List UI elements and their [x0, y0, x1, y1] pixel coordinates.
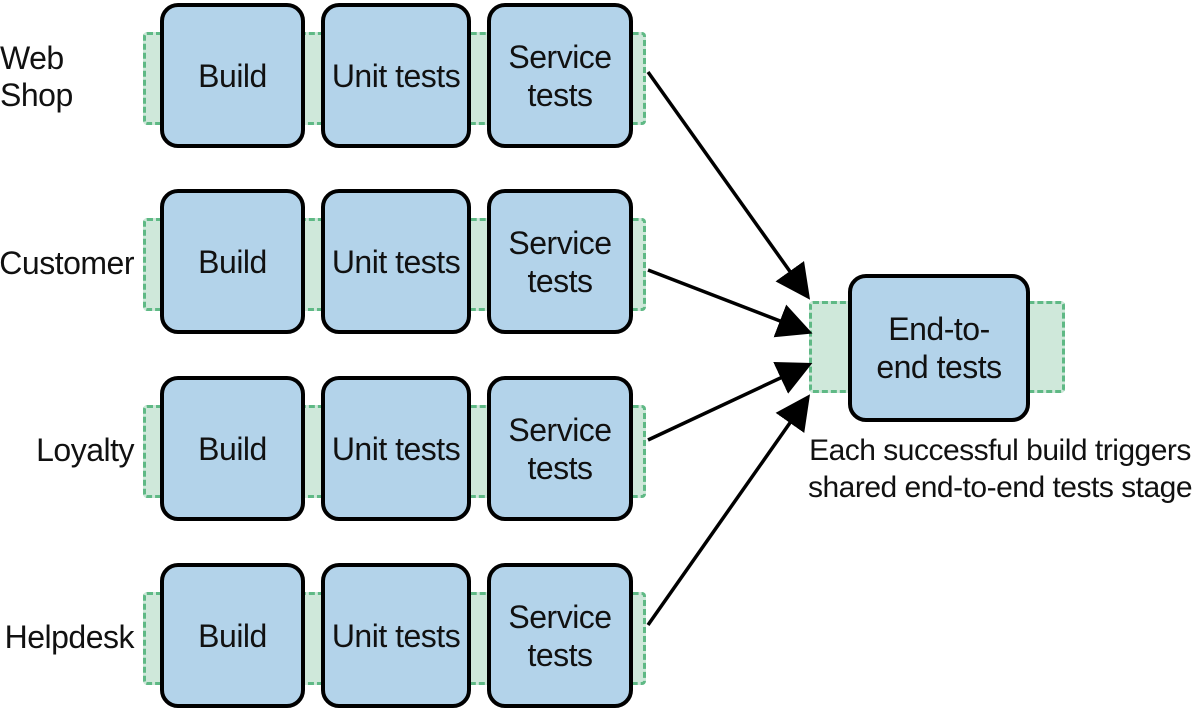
- pipeline-label: Helpdesk: [4, 618, 135, 655]
- stage-label: End-to-end tests: [876, 311, 1002, 385]
- arrow-loyalty-to-e2e: [647, 362, 813, 442]
- unit-tests-stage: Unit tests: [321, 376, 471, 521]
- stage-label: Unit tests: [331, 57, 461, 94]
- build-stage: Build: [160, 376, 305, 521]
- diagram-caption: Each successful build triggers shared en…: [807, 434, 1193, 504]
- end-to-end-tests-stage: End-to-end tests: [848, 274, 1030, 422]
- pipeline-row-helpdesk: Helpdesk Build Unit tests Service tests: [0, 563, 660, 711]
- unit-tests-stage: Unit tests: [321, 3, 471, 148]
- build-stage: Build: [160, 563, 305, 708]
- pipeline-row-web-shop: Web Shop Build Unit tests Service tests: [0, 3, 660, 151]
- service-tests-stage: Service tests: [487, 189, 633, 334]
- arrow-customer-to-e2e: [647, 268, 813, 338]
- service-tests-stage: Service tests: [487, 563, 633, 708]
- pipeline-label: Customer: [0, 244, 135, 281]
- pipeline-row-customer: Customer Build Unit tests Service tests: [0, 189, 660, 337]
- stage-label: Service tests: [508, 224, 612, 299]
- unit-tests-stage: Unit tests: [321, 189, 471, 334]
- arrow-web-shop-to-e2e: [646, 70, 811, 300]
- service-tests-stage: Service tests: [487, 3, 633, 148]
- arrow-helpdesk-to-e2e: [646, 394, 811, 627]
- build-stage: Build: [160, 3, 305, 148]
- stage-label: Build: [198, 243, 267, 280]
- stage-label: Service tests: [508, 598, 612, 673]
- service-tests-stage: Service tests: [487, 376, 633, 521]
- stage-label: Build: [198, 617, 267, 654]
- stage-label: Build: [198, 57, 267, 94]
- pipeline-label: Web Shop: [0, 40, 73, 113]
- stage-label: Service tests: [508, 411, 612, 486]
- unit-tests-stage: Unit tests: [321, 563, 471, 708]
- stage-label: Service tests: [508, 38, 612, 113]
- stage-label: Unit tests: [331, 243, 461, 280]
- pipeline-label: Loyalty: [36, 431, 134, 468]
- stage-label: Unit tests: [331, 430, 461, 467]
- pipeline-row-loyalty: Loyalty Build Unit tests Service tests: [0, 376, 660, 524]
- stage-label: Build: [198, 430, 267, 467]
- stage-label: Unit tests: [331, 617, 461, 654]
- build-stage: Build: [160, 189, 305, 334]
